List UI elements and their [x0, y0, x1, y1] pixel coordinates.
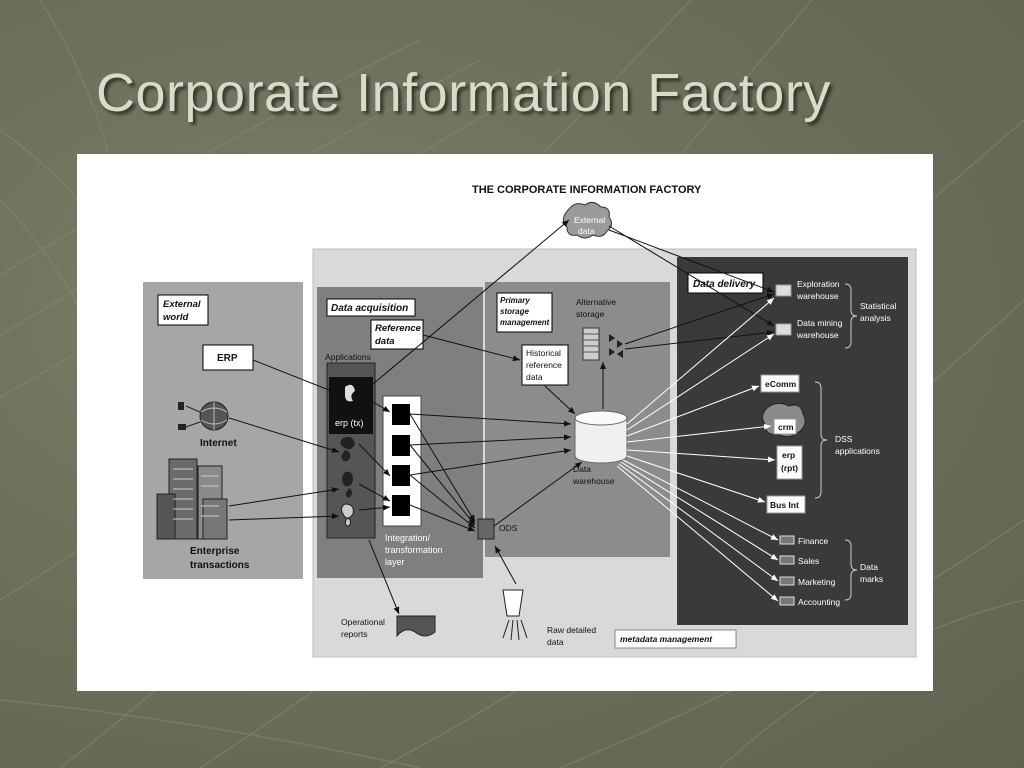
data-warehouse-label-2: warehouse: [572, 476, 615, 486]
erp-rpt-label-2: (rpt): [781, 463, 798, 473]
alternative-storage-icon: [582, 327, 623, 361]
data-acquisition-box: [326, 298, 416, 317]
data-mining-warehouse-label-1: Data mining: [797, 318, 843, 328]
app-icon-3: [340, 503, 354, 527]
operational-reports-label-2: reports: [341, 629, 367, 639]
erp-rpt-label-1: erp: [782, 450, 795, 460]
delivery-connectors: [616, 297, 779, 602]
primary-storage-label-1: Primary: [500, 296, 530, 305]
dss-applications-label-1: DSS: [835, 434, 853, 444]
accounting-icon: [779, 596, 795, 606]
marketing-icon: [779, 576, 795, 586]
data-delivery-box: [687, 272, 764, 294]
sales-icon: [779, 555, 795, 565]
statistical-brace: [844, 283, 858, 349]
dss-brace: [814, 381, 828, 499]
phone-icon: [178, 402, 201, 430]
internet-label: Internet: [200, 438, 237, 449]
external-data-label-2: data: [578, 226, 595, 236]
reference-data-box: [370, 319, 424, 350]
ecomm-box: [760, 374, 800, 393]
finance-label: Finance: [798, 536, 829, 546]
connectors: [228, 219, 775, 615]
operational-reports-icon: [396, 615, 436, 638]
integration-block-3: [392, 465, 410, 486]
metadata-management-box: [614, 629, 737, 649]
operational-reports-label-1: Operational: [341, 617, 385, 627]
raw-detailed-data-label-2: data: [547, 637, 564, 647]
enterprise-transactions-label-1: Enterprise: [190, 546, 240, 557]
exploration-warehouse-icon: [775, 284, 792, 297]
data-warehouse-cylinder: [574, 410, 628, 464]
erp-box: [202, 344, 254, 371]
statistical-analysis-label-1: Statistical: [860, 301, 896, 311]
diagram-title: THE CORPORATE INFORMATION FACTORY: [472, 184, 702, 196]
enterprise-transactions-label-2: transactions: [190, 560, 250, 571]
erp-tx-icon: [345, 384, 355, 402]
dss-applications-label-2: applications: [835, 446, 880, 456]
historical-reference-label-1: Historical: [526, 348, 561, 358]
data-marts-label-1: Data: [860, 562, 878, 572]
integration-label-3: layer: [385, 557, 405, 567]
historical-reference-label-2: reference: [526, 360, 562, 370]
crm-box: [773, 418, 797, 435]
primary-storage-label-2: storage: [500, 307, 529, 316]
external-world-label-1: External: [163, 299, 201, 310]
erp-tx-label: erp (tx): [335, 418, 364, 428]
reference-data-label-2: data: [375, 336, 395, 347]
data-marts-label-2: marks: [860, 574, 883, 584]
raw-data-funnel-icon: [502, 589, 528, 641]
ecomm-label: eComm: [765, 379, 797, 389]
external-data-label-1: External: [574, 215, 605, 225]
integration-block-1: [392, 404, 410, 425]
ods-label: ODS: [499, 523, 518, 533]
diagram-figure: THE CORPORATE INFORMATION FACTORY Extern…: [77, 154, 933, 691]
integration-block-4: [392, 495, 410, 516]
data-acquisition-label: Data acquisition: [331, 303, 408, 314]
external-data-cloud-icon: [563, 201, 613, 239]
ods-icon: [477, 518, 495, 540]
enterprise-buildings-icon: [156, 458, 228, 540]
statistical-analysis-label-2: analysis: [860, 313, 891, 323]
exploration-warehouse-label-2: warehouse: [796, 291, 839, 301]
erp-label: ERP: [217, 353, 238, 364]
exploration-warehouse-label-1: Exploration: [797, 279, 840, 289]
historical-reference-box: [521, 344, 569, 386]
data-delivery-label: Data delivery: [693, 279, 756, 290]
raw-detailed-data-label-1: Raw detailed: [547, 625, 596, 635]
app-icon-2: [342, 471, 353, 498]
data-mining-warehouse-label-2: warehouse: [796, 330, 839, 340]
cif-diagram: THE CORPORATE INFORMATION FACTORY Extern…: [143, 184, 917, 658]
alternative-storage-label-2: storage: [576, 309, 605, 319]
integration-block-2: [392, 435, 410, 456]
primary-storage-box: [496, 292, 553, 333]
sales-label: Sales: [798, 556, 819, 566]
reference-data-label-1: Reference: [375, 323, 422, 334]
metadata-management-label: metadata management: [620, 634, 713, 644]
external-world-label-2: world: [163, 312, 189, 323]
primary-storage-label-3: management: [500, 318, 550, 327]
finance-icon: [779, 535, 795, 545]
integration-label-1: Integration/: [385, 533, 431, 543]
integration-label-2: transformation: [385, 545, 443, 555]
data-mining-warehouse-icon: [775, 323, 792, 336]
data-warehouse-label-1: Data: [573, 464, 591, 474]
external-world-box: [157, 294, 209, 326]
app-icon-1: [340, 436, 355, 462]
accounting-label: Accounting: [798, 597, 840, 607]
bus-int-label: Bus Int: [770, 500, 799, 510]
data-marts-brace: [844, 539, 858, 601]
alternative-storage-label-1: Alternative: [576, 297, 616, 307]
erp-rpt-box: [776, 445, 803, 480]
marketing-label: Marketing: [798, 577, 836, 587]
slide-title: Corporate Information Factory: [96, 63, 831, 123]
internet-globe-icon: [199, 401, 229, 431]
applications-label: Applications: [325, 352, 371, 362]
bus-int-box: [766, 495, 806, 514]
crm-label: crm: [778, 422, 794, 432]
historical-reference-label-3: data: [526, 372, 543, 382]
